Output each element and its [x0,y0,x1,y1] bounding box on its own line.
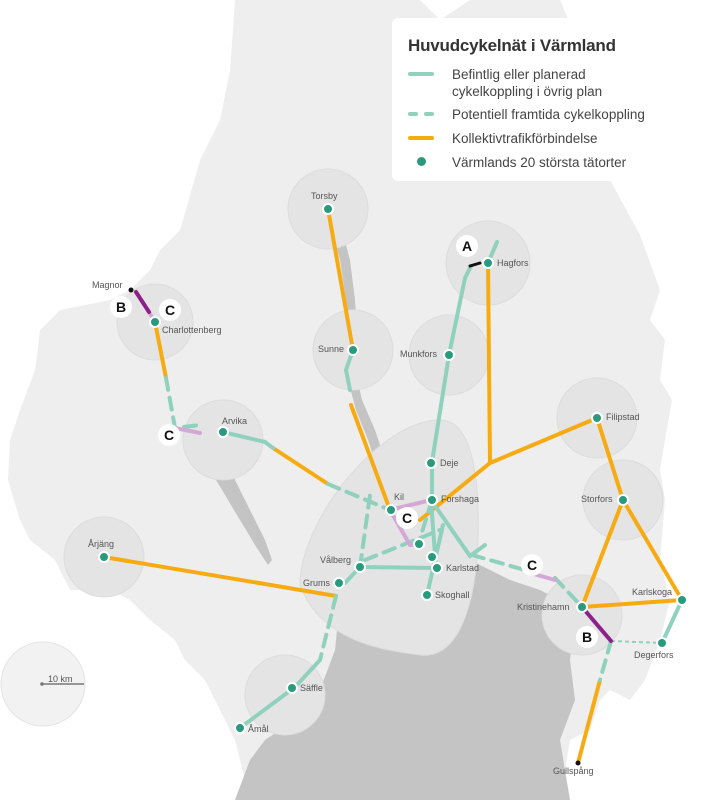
orange-line-icon [408,130,434,144]
label-sunne: Sunne [318,344,345,354]
marker-b-kristinehamn: B [576,626,598,648]
marker-b-magnor: B [110,296,132,318]
transit-lines [102,207,684,765]
label-arjang: Årjäng [88,539,115,549]
legend-item-existing-cycle: Befintlig eller planerad cykelkoppling i… [408,66,602,100]
label-hagfors: Hagfors [497,258,529,268]
label-munkfors: Munkfors [400,349,438,359]
legend-item-transit: Kollektivtrafikförbindelse [408,130,598,147]
marker-c-charlottenberg: C [159,299,181,321]
label-degerfors: Degerfors [634,650,674,660]
scale-label: 10 km [48,674,73,684]
dashed-line-icon [408,106,434,120]
marker-a: A [456,235,478,257]
legend-label-cont: cykelkoppling i övrig plan [452,84,603,99]
town-dots [98,203,688,734]
legend-item-potential-cycle: Potentiell framtida cykelkoppling [408,106,645,123]
marker-c-arvika: C [158,424,180,446]
water-fryken [332,205,392,495]
gullspang-point [575,760,581,766]
legend-label: Kollektivtrafikförbindelse [452,131,598,146]
marker-c-kil: C [396,507,418,529]
label-filipstad: Filipstad [606,412,640,422]
label-magnor: Magnor [92,280,123,290]
label-karlstad: Karlstad [446,563,480,573]
legend-item-towns: Värmlands 20 största tätorter [408,154,626,171]
label-deje: Deje [440,458,459,468]
solid-line-icon [408,66,434,80]
legend-label: Befintlig eller planerad [452,67,586,82]
legend-title: Huvudcykelnät i Värmland [408,36,616,55]
cycle-dashed-lines [164,376,613,682]
label-charlottenberg: Charlottenberg [162,325,222,335]
label-grums: Grums [303,578,330,588]
land-edge [0,0,235,440]
cycle-thin-dashed [610,640,663,644]
town-dot-icon [408,154,434,168]
label-amal: Åmål [248,724,269,734]
label-storfors: Storfors [581,494,613,504]
legend: Huvudcykelnät i Värmland Befintlig eller… [392,18,705,181]
magnor-point [128,287,134,293]
label-forshaga: Forshaga [441,494,480,504]
label-kil: Kil [394,492,405,502]
label-arvika: Arvika [222,416,248,426]
label-saffle: Säffle [300,683,323,693]
label-karlskoga: Karlskoga [632,587,673,597]
label-valberg: Vålberg [320,555,352,565]
legend-label: Potentiell framtida cykelkoppling [452,107,645,122]
label-torsby: Torsby [311,191,338,201]
legend-label: Värmlands 20 största tätorter [452,155,627,170]
label-skoghall: Skoghall [435,590,470,600]
water-lake-vanern [235,560,575,800]
missing-links [134,261,613,643]
marker-c-kristinehamn: C [521,554,543,576]
label-kristinehamn: Kristinehamn [517,602,570,612]
label-gullspang: Gullspång [553,766,594,776]
